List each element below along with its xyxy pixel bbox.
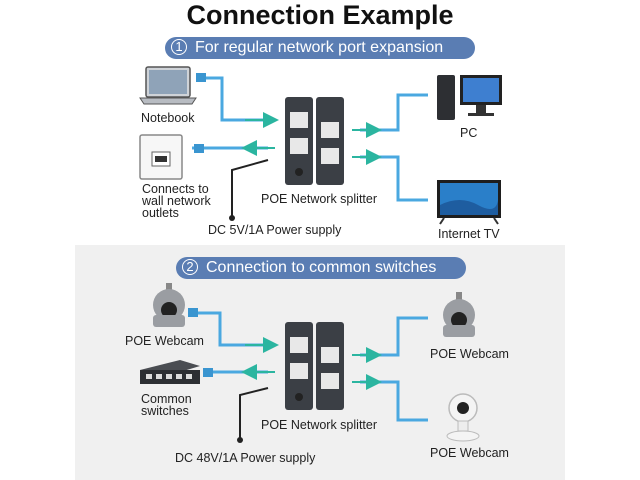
tv-label: Internet TV	[438, 227, 500, 241]
section2-heading: Connection to common switches	[206, 259, 437, 276]
section2-number: 2	[182, 259, 198, 275]
switch-icon	[140, 360, 200, 384]
splitter-label-1: POE Network splitter	[261, 192, 378, 206]
webcam-left-icon	[153, 283, 185, 327]
rj45-plug-3	[188, 308, 198, 317]
rj45-plug-4	[203, 368, 213, 377]
power-label-2: DC 48V/1A Power supply	[175, 451, 316, 465]
switch-label-line1: Common	[141, 392, 192, 406]
section1-number: 1	[171, 39, 187, 55]
cable-right-2	[360, 316, 428, 422]
power-cable-2	[239, 387, 269, 440]
power-cable-end-2	[237, 437, 243, 443]
poe-splitter-2	[285, 322, 344, 410]
rj45-plug-2	[194, 144, 204, 153]
pc-icon	[437, 75, 502, 120]
section2-banner: 2 Connection to common switches	[176, 257, 466, 279]
cable-notebook	[192, 76, 268, 150]
notebook-label: Notebook	[141, 111, 195, 125]
notebook-icon	[139, 66, 197, 105]
webcam-right-top-label: POE Webcam	[430, 347, 509, 361]
tv-icon	[437, 180, 501, 225]
switch-label-line2: switches	[141, 404, 189, 418]
page-title: Connection Example	[186, 0, 454, 30]
section1-heading: For regular network port expansion	[195, 39, 444, 56]
wall-label-line2: wall network	[142, 194, 211, 208]
webcam-right-top-icon	[443, 292, 475, 337]
webcam-right-bottom-label: POE Webcam	[430, 446, 509, 460]
poe-splitter-1	[285, 97, 344, 185]
wall-label-line1: Connects to	[142, 182, 209, 196]
wall-label-line3: outlets	[142, 206, 179, 220]
power-label-1: DC 5V/1A Power supply	[208, 223, 342, 237]
pc-label: PC	[460, 126, 478, 140]
power-cable-end-1	[229, 215, 235, 221]
power-cable-1	[231, 159, 269, 218]
webcam-right-bottom-icon	[446, 393, 480, 442]
wall-outlet-icon	[139, 134, 183, 180]
webcam-left-label: POE Webcam	[125, 334, 204, 348]
section1-banner: 1 For regular network port expansion	[165, 37, 475, 59]
rj45-plug-1	[196, 73, 206, 82]
splitter-label-2: POE Network splitter	[261, 418, 378, 432]
cable-right-1	[360, 93, 428, 202]
